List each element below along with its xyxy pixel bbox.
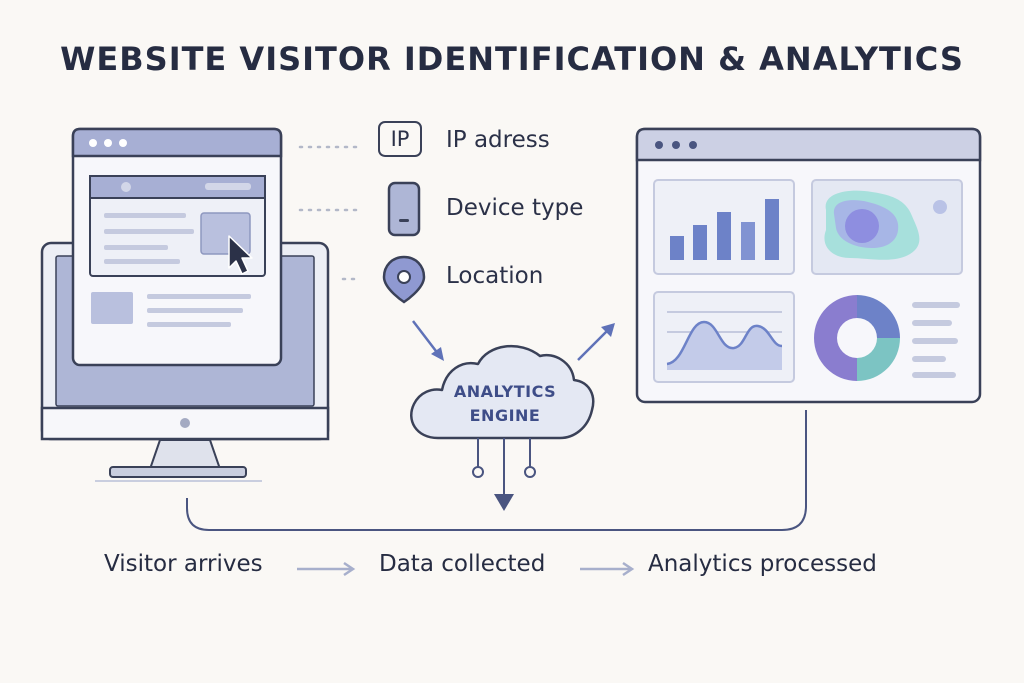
browser-window-icon	[71, 127, 283, 367]
dashboard-icon	[635, 127, 982, 404]
donut-chart-icon	[814, 295, 900, 381]
flow-step-analytics-processed: Analytics processed	[648, 551, 877, 577]
location-label: Location	[446, 263, 544, 289]
arrow-into-engine	[412, 320, 444, 361]
cursor-icon	[228, 235, 253, 275]
location-pin-icon	[382, 255, 426, 304]
ip-badge-icon: IP	[378, 121, 422, 157]
flow-arrow-1	[297, 561, 356, 577]
line-chart-icon	[666, 311, 783, 370]
engine-outputs	[472, 438, 536, 511]
flow-step-visitor-arrives: Visitor arrives	[104, 551, 263, 577]
dotted-connectors	[298, 145, 360, 281]
ip-address-label: IP adress	[446, 127, 550, 153]
device-type-label: Device type	[446, 195, 584, 221]
return-loop-line	[186, 410, 807, 531]
diagram-title: WEBSITE VISITOR IDENTIFICATION & ANALYTI…	[60, 40, 964, 78]
engine-label-line2: ENGINE	[469, 406, 541, 425]
cloud-icon	[410, 344, 595, 440]
analytics-engine-label: ANALYTICS ENGINE	[430, 380, 580, 428]
heatmap-icon	[824, 190, 947, 260]
arrow-out-of-engine	[577, 323, 615, 361]
flow-arrow-2	[580, 561, 635, 577]
flow-step-data-collected: Data collected	[379, 551, 546, 577]
engine-label-line1: ANALYTICS	[453, 382, 557, 401]
bar-chart-icon	[670, 199, 779, 260]
phone-icon	[387, 181, 421, 237]
